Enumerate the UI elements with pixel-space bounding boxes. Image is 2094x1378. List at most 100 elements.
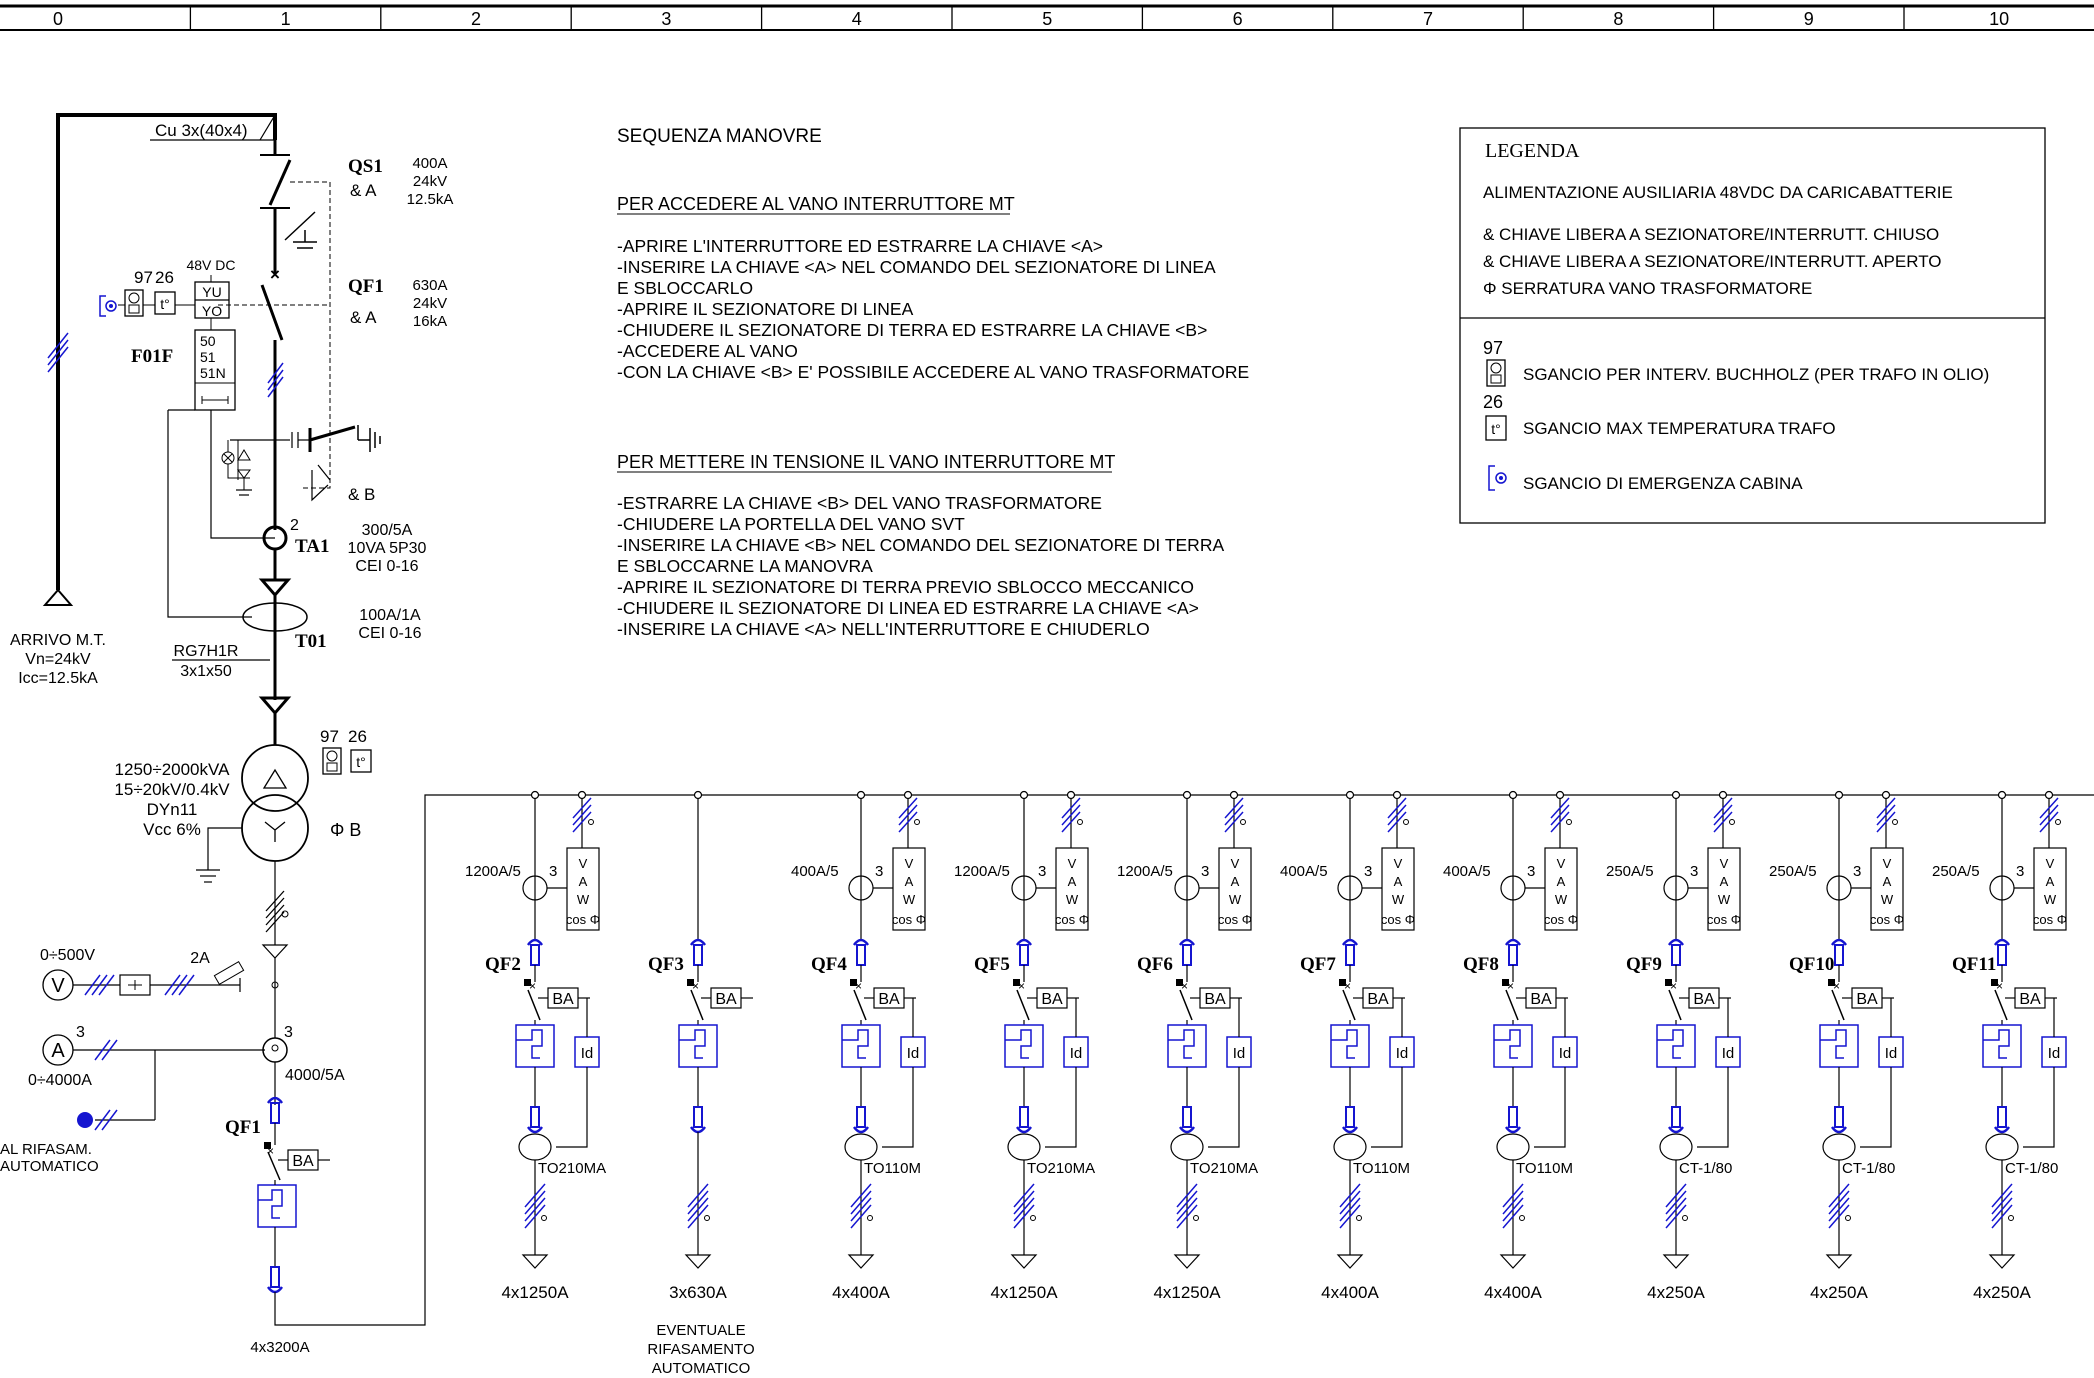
legend-l2: & CHIAVE LIBERA A SEZIONATORE/INTERRUTT.…: [1483, 225, 1939, 244]
breaker-tag: QF7: [1300, 954, 1336, 975]
feeder-cable: 3x630A: [669, 1283, 727, 1302]
feeder-ct: [1826, 875, 1852, 901]
ba-label: BA: [1530, 991, 1552, 1008]
rifasam-2: AUTOMATICO: [0, 1158, 99, 1175]
sequence-sec1-title: PER ACCEDERE AL VANO INTERRUTTORE MT: [617, 194, 1015, 214]
breaker-tag: QF8: [1463, 954, 1499, 975]
meter-v: V: [2046, 856, 2055, 871]
ct-rating: 250A/5: [1769, 863, 1817, 880]
ct-rating: 4000/5A: [285, 1067, 345, 1084]
t01-toroid: T01 100A/1A CEI 0-16 RG7H1R 3x1x50: [172, 602, 422, 745]
meter-node: [1881, 790, 1891, 800]
meter-a: A: [579, 874, 588, 889]
svg-text:×: ×: [267, 1144, 274, 1158]
ct-rating: 400A/5: [1443, 863, 1491, 880]
breaker-tag: QF5: [974, 954, 1010, 975]
ct-phases: 3: [549, 863, 557, 880]
cable2-l2: 3x1x50: [180, 663, 232, 680]
breaker-tag: QF6: [1137, 954, 1173, 975]
toroid: [1822, 1133, 1856, 1161]
ammeter-symbol: A: [51, 1040, 65, 1062]
toroid: [1659, 1133, 1693, 1161]
bus-node: [1997, 790, 2007, 800]
meter-w: W: [1229, 892, 1242, 907]
ruler-label: 1: [281, 9, 291, 29]
legend: LEGENDA ALIMENTAZIONE AUSILIARIA 48VDC D…: [1459, 127, 2046, 524]
meter-a: A: [1883, 874, 1892, 889]
power-meter: [1707, 847, 1741, 931]
feeder-cable: 4x400A: [832, 1283, 890, 1302]
toroid: [1496, 1133, 1530, 1161]
sequence-step: -CHIUDERE LA PORTELLA DEL VANO SVT: [617, 514, 965, 534]
legend-n97: 97: [1483, 338, 1503, 358]
feeder-qf3: QF3×BA3x630AEVENTUALERIFASAMENTOAUTOMATI…: [647, 790, 755, 1377]
relay-50: 50: [200, 333, 216, 349]
toroid-label: CT-1/80: [1679, 1160, 1732, 1177]
earth-key: & B: [348, 485, 375, 504]
meter-cos: cos Φ: [566, 912, 600, 927]
meter-w: W: [1066, 892, 1079, 907]
t01-tag: T01: [295, 631, 327, 652]
power-meter: [1218, 847, 1252, 931]
qf1-mt-rating-3: 16kA: [413, 313, 447, 330]
legend-t: t°: [1491, 421, 1501, 437]
toroid: [1170, 1133, 1204, 1161]
bus-node: [1182, 790, 1192, 800]
ammeter-n: 3: [76, 1024, 85, 1041]
legend-l3: & CHIAVE LIBERA A SEZIONATORE/INTERRUTT.…: [1483, 252, 1942, 271]
ct-rating: 400A/5: [1280, 863, 1328, 880]
qf1-lv-tag: QF1: [225, 1117, 261, 1138]
power-meter: [566, 847, 600, 931]
meter-node: [1392, 790, 1402, 800]
sequence-step: -APRIRE IL SEZIONATORE DI TERRA PREVIO S…: [617, 577, 1194, 597]
bus-node: [1019, 790, 1029, 800]
t01-rating-2: CEI 0-16: [358, 625, 421, 642]
incoming-mv-section: Cu 3x(40x4) ARRIVO M.T. Vn=24kV Icc=12.5…: [10, 113, 453, 745]
ruler-label: 2: [471, 9, 481, 29]
power-meter: [2033, 847, 2067, 931]
cable2-l1: RG7H1R: [174, 643, 239, 660]
ruler-label: 6: [1233, 9, 1243, 29]
breaker-tag: QF9: [1626, 954, 1662, 975]
meter-v: V: [579, 856, 588, 871]
lv-main-incomer: V 0÷500V 2A A 3 0÷4000A 3 4000/5A AL RIF…: [0, 794, 2094, 1356]
sequence-step: -APRIRE L'INTERRUTTORE ED ESTRARRE LA CH…: [617, 236, 1103, 256]
feeder-cable: 4x400A: [1321, 1283, 1379, 1302]
arrival-label-1: ARRIVO M.T.: [10, 632, 106, 649]
sequence-manovre: SEQUENZA MANOVRE PER ACCEDERE AL VANO IN…: [617, 126, 1249, 639]
ba-label: BA: [1856, 991, 1878, 1008]
breaker-tag: QF2: [485, 954, 521, 975]
meter-cos: cos Φ: [1218, 912, 1252, 927]
sequence-step: -INSERIRE LA CHIAVE <B> NEL COMANDO DEL …: [617, 535, 1224, 555]
ruler-label: 5: [1042, 9, 1052, 29]
legend-n26: 26: [1483, 392, 1503, 412]
ruler-label: 4: [852, 9, 862, 29]
meter-cos: cos Φ: [1055, 912, 1089, 927]
trafo-rating-2: 15÷20kV/0.4kV: [114, 780, 230, 799]
ruler-label: 0: [53, 9, 63, 29]
svg-text:×: ×: [1018, 979, 1025, 993]
sequence-step: -CHIUDERE IL SEZIONATORE DI LINEA ED EST…: [617, 598, 1199, 618]
sequence-step: -ACCEDERE AL VANO: [617, 341, 798, 361]
trafo-rating-3: DYn11: [147, 800, 198, 819]
toroid-label: CT-1/80: [2005, 1160, 2058, 1177]
feeder-note: AUTOMATICO: [652, 1360, 751, 1377]
ruler-label: 9: [1804, 9, 1814, 29]
trafo-t: t°: [356, 754, 366, 770]
meter-v: V: [1720, 856, 1729, 871]
ct-phases: 3: [1038, 863, 1046, 880]
feeder-ct: [522, 875, 548, 901]
meter-v: V: [1883, 856, 1892, 871]
arrival-label-2: Vn=24kV: [25, 651, 91, 668]
bus-node: [1508, 790, 1518, 800]
meter-cos: cos Φ: [1870, 912, 1904, 927]
legend-title: LEGENDA: [1485, 140, 1580, 162]
ta1-tag: TA1: [295, 536, 329, 557]
bus-node: [856, 790, 866, 800]
toroid-label: TO210MA: [1027, 1160, 1095, 1177]
meter-cos: cos Φ: [2033, 912, 2067, 927]
